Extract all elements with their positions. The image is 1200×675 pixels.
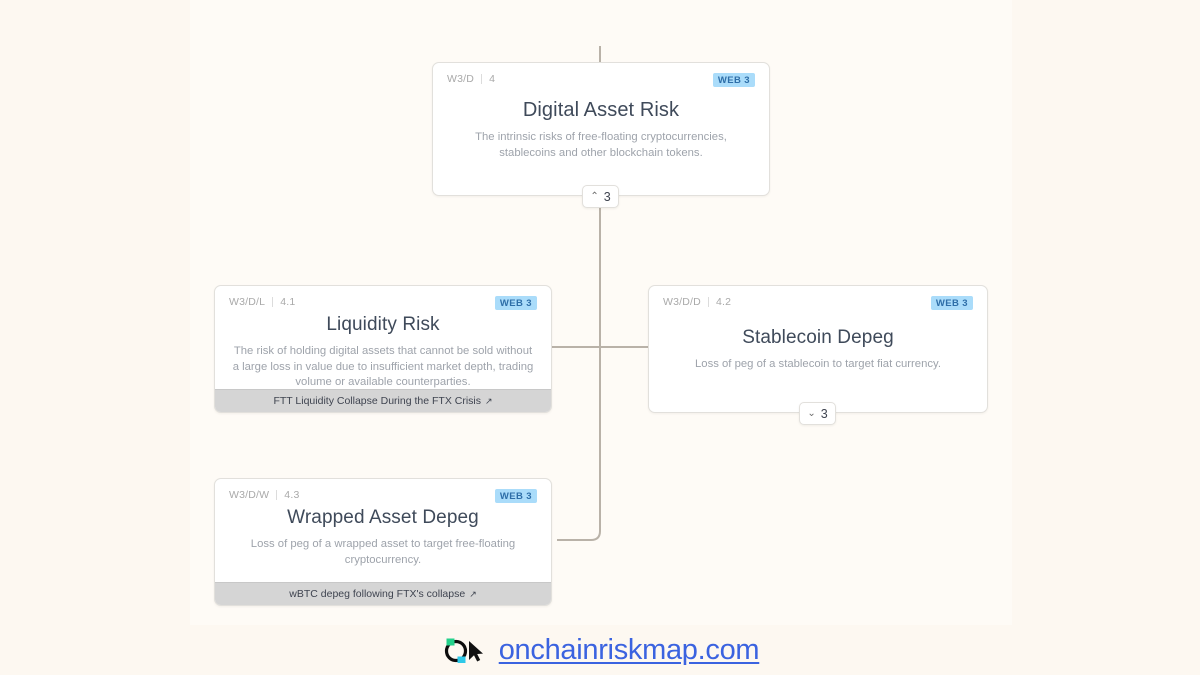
node-source-link[interactable]: wBTC depeg following FTX's collapse ↗ <box>215 582 551 605</box>
brand-url-link[interactable]: onchainriskmap.com <box>498 633 760 666</box>
category-badge-web3: WEB 3 <box>494 489 537 503</box>
node-code-path: W3/D <box>447 73 475 85</box>
node-code: W3/D 4 <box>447 73 495 85</box>
collapse-toggle-digital-asset-risk[interactable]: ⌃ 3 <box>582 185 619 208</box>
node-number: 4 <box>489 73 496 85</box>
category-badge-web3: WEB 3 <box>712 73 755 87</box>
node-description: The intrinsic risks of free-floating cry… <box>475 131 727 159</box>
node-description: Loss of peg of a wrapped asset to target… <box>250 538 516 566</box>
card-body: W3/D/W 4.3 WEB 3 Wrapped Asset Depeg Los… <box>215 479 551 582</box>
brand-footer: onchainriskmap.com <box>0 625 1200 675</box>
card-body: W3/D/D 4.2 WEB 3 Stablecoin Depeg Loss o… <box>649 286 987 387</box>
card-header: W3/D/D 4.2 WEB 3 <box>663 296 973 312</box>
card-header: W3/D 4 WEB 3 <box>447 73 755 89</box>
node-title: Liquidity Risk <box>326 314 440 335</box>
logo-glyph <box>444 638 483 663</box>
node-code: W3/D/W 4.3 <box>229 489 299 501</box>
node-code: W3/D/L 4.1 <box>229 296 295 308</box>
node-card-liquidity-risk[interactable]: W3/D/L 4.1 WEB 3 Liquidity Risk The risk… <box>214 285 552 413</box>
card-header: W3/D/W 4.3 WEB 3 <box>229 489 537 505</box>
risk-map-canvas[interactable]: W3/D 4 WEB 3 Digital Asset Risk The intr… <box>190 0 1012 625</box>
source-link-label: wBTC depeg following FTX's collapse <box>289 588 466 600</box>
node-card-stablecoin-depeg[interactable]: W3/D/D 4.2 WEB 3 Stablecoin Depeg Loss o… <box>648 285 988 413</box>
code-separator <box>707 297 709 307</box>
child-count: 3 <box>603 189 611 204</box>
node-number: 4.1 <box>280 296 296 308</box>
node-code-path: W3/D/D <box>663 296 701 308</box>
chevron-down-icon: ⌄ <box>807 407 816 419</box>
node-card-wrapped-asset-depeg[interactable]: W3/D/W 4.3 WEB 3 Wrapped Asset Depeg Los… <box>214 478 552 606</box>
node-title: Digital Asset Risk <box>522 99 680 121</box>
code-separator <box>272 297 274 307</box>
source-link-label: FTT Liquidity Collapse During the FTX Cr… <box>273 395 481 407</box>
external-link-icon: ↗ <box>485 395 493 406</box>
node-number: 4.2 <box>715 296 732 308</box>
node-title: Stablecoin Depeg <box>742 327 894 348</box>
onchainriskmap-logo <box>441 635 487 665</box>
card-body: W3/D/L 4.1 WEB 3 Liquidity Risk The risk… <box>215 286 551 405</box>
external-link-icon: ↗ <box>469 588 477 599</box>
expand-toggle-stablecoin-depeg[interactable]: ⌄ 3 <box>799 402 836 425</box>
node-code-path: W3/D/L <box>229 296 266 308</box>
code-separator <box>481 74 483 84</box>
code-separator <box>276 490 278 500</box>
category-badge-web3: WEB 3 <box>494 296 537 310</box>
card-body: W3/D 4 WEB 3 Digital Asset Risk The intr… <box>433 63 769 175</box>
node-number: 4.3 <box>284 489 300 501</box>
node-description: Loss of peg of a stablecoin to target fi… <box>695 358 941 370</box>
node-code-path: W3/D/W <box>229 489 270 501</box>
chevron-up-icon: ⌃ <box>590 190 599 202</box>
node-title: Wrapped Asset Depeg <box>287 507 479 528</box>
node-code: W3/D/D 4.2 <box>663 296 731 308</box>
node-card-digital-asset-risk[interactable]: W3/D 4 WEB 3 Digital Asset Risk The intr… <box>432 62 770 196</box>
node-source-link[interactable]: FTT Liquidity Collapse During the FTX Cr… <box>215 389 551 412</box>
card-header: W3/D/L 4.1 WEB 3 <box>229 296 537 312</box>
node-description: The risk of holding digital assets that … <box>232 345 534 388</box>
category-badge-web3: WEB 3 <box>930 296 973 310</box>
child-count: 3 <box>820 406 828 421</box>
